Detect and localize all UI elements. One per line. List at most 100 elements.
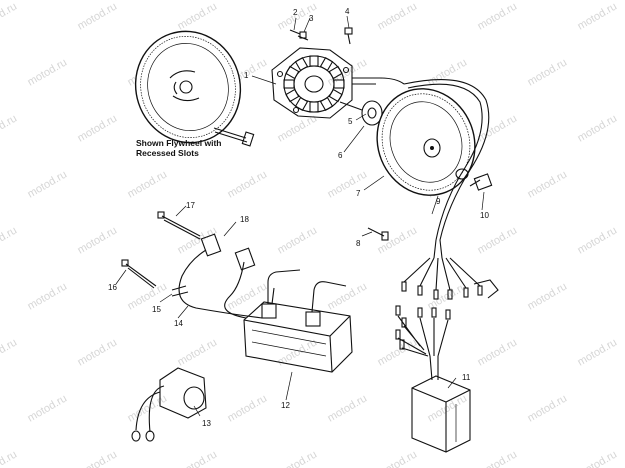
- callout-5: 5: [348, 117, 353, 126]
- callout-16: 16: [108, 283, 117, 292]
- stator-pole: [285, 65, 300, 80]
- callout-3: 3: [309, 14, 314, 23]
- watermark-text: motod.ru: [0, 224, 19, 256]
- watermark-text: motod.ru: [426, 56, 470, 88]
- screw-4: [344, 27, 353, 45]
- watermark-text: motod.ru: [376, 0, 420, 32]
- wire-terminal: [433, 289, 439, 300]
- stator-pole: [285, 88, 300, 103]
- watermark-text: motod.ru: [26, 56, 70, 88]
- watermark-text: motod.ru: [0, 336, 19, 368]
- stator-pole: [328, 65, 343, 80]
- module-11: [411, 375, 471, 453]
- wire-terminal: [401, 281, 407, 292]
- watermark-text: motod.ru: [126, 168, 170, 200]
- callout-2: 2: [293, 8, 298, 17]
- callout-10: 10: [480, 211, 489, 220]
- watermark-text: motod.ru: [26, 168, 70, 200]
- watermark-text: motod.ru: [126, 280, 170, 312]
- leader-lines: [115, 15, 485, 417]
- stator-pole: [319, 56, 334, 72]
- caption-line-2: Recessed Slots: [136, 148, 199, 158]
- wire-terminal: [445, 309, 451, 320]
- watermark-text: motod.ru: [176, 336, 220, 368]
- watermark-text: motod.ru: [76, 336, 120, 368]
- stator-pole: [319, 96, 334, 112]
- wire-terminal: [463, 287, 469, 298]
- flywheel-recessed-slots: [134, 30, 255, 147]
- watermark-text: motod.ru: [26, 392, 70, 424]
- callout-11: 11: [462, 373, 471, 382]
- wire-terminal: [417, 285, 423, 296]
- watermark-text: motod.ru: [0, 448, 19, 468]
- wire-terminal: [431, 307, 437, 318]
- stator-pole: [328, 88, 343, 103]
- wire-terminal: [399, 339, 405, 350]
- callout-12: 12: [281, 401, 290, 410]
- watermark-text: motod.ru: [26, 280, 70, 312]
- relay-13: [131, 367, 207, 442]
- wire-terminal: [395, 329, 401, 340]
- watermark-text: motod.ru: [576, 448, 620, 468]
- callouts: 1 2 3 4 5 6 7 8 9 10 11 12 13 14 15 16 1…: [108, 7, 489, 428]
- watermark-text: motod.ru: [326, 280, 370, 312]
- stator-harness: [401, 79, 499, 300]
- stator-pole: [333, 79, 345, 89]
- callout-14: 14: [174, 319, 183, 328]
- callout-9: 9: [436, 197, 441, 206]
- caption-line-1: Shown Flywheel with: [136, 138, 221, 148]
- stator-assembly: [271, 47, 405, 119]
- sensor-10: [469, 173, 493, 191]
- watermark-text: motod.ru: [276, 448, 320, 468]
- callout-17: 17: [186, 201, 195, 210]
- watermark-text: motod.ru: [176, 448, 220, 468]
- watermark-text: motod.ru: [276, 224, 320, 256]
- watermark-text: motod.ru: [376, 336, 420, 368]
- watermark-text: motod.ru: [76, 0, 120, 32]
- callout-4: 4: [345, 7, 350, 16]
- callout-1: 1: [244, 71, 249, 80]
- watermark-text: motod.ru: [0, 112, 19, 144]
- watermark-text: motod.ru: [476, 0, 520, 32]
- watermark-text: motod.ru: [226, 168, 270, 200]
- module-harness: [395, 305, 451, 381]
- watermark-text: motod.ru: [526, 56, 570, 88]
- watermark-text: motod.ru: [126, 392, 170, 424]
- watermark-text: motod.ru: [0, 0, 19, 32]
- stator-pole: [309, 55, 319, 67]
- watermark-text: motod.ru: [476, 336, 520, 368]
- watermark-text: motod.ru: [526, 280, 570, 312]
- stator-pole: [309, 101, 319, 113]
- bolt-16: [121, 259, 157, 289]
- wire-terminal: [395, 305, 401, 316]
- watermark-text: motod.ru: [176, 0, 220, 32]
- watermark-text: motod.ru: [76, 448, 120, 468]
- wire-terminal: [401, 317, 407, 328]
- watermark-text: motod.ru: [76, 224, 120, 256]
- watermark-text: motod.ru: [476, 448, 520, 468]
- watermark-text: motod.ru: [576, 112, 620, 144]
- hub-5: [339, 100, 383, 126]
- main-flywheel: [376, 88, 476, 196]
- wire-terminal: [417, 307, 423, 318]
- bolt-17: [157, 211, 201, 240]
- wire-terminal: [447, 289, 453, 300]
- stator-pole: [294, 96, 309, 112]
- watermark-text: motod.ru: [526, 392, 570, 424]
- callout-8: 8: [356, 239, 361, 248]
- watermark-text: motod.ru: [326, 392, 370, 424]
- watermark-text: motod.ru: [376, 448, 420, 468]
- stator-pole: [283, 79, 295, 89]
- watermark-text: motod.ru: [576, 0, 620, 32]
- watermark-text: motod.ru: [576, 336, 620, 368]
- watermark-text: motod.ru: [226, 280, 270, 312]
- stator-pole: [294, 56, 309, 72]
- watermark-text: motod.ru: [576, 224, 620, 256]
- coil-wires: [171, 233, 263, 319]
- watermark-text: motod.ru: [76, 112, 120, 144]
- callout-13: 13: [202, 419, 211, 428]
- watermark-text: motod.ru: [326, 168, 370, 200]
